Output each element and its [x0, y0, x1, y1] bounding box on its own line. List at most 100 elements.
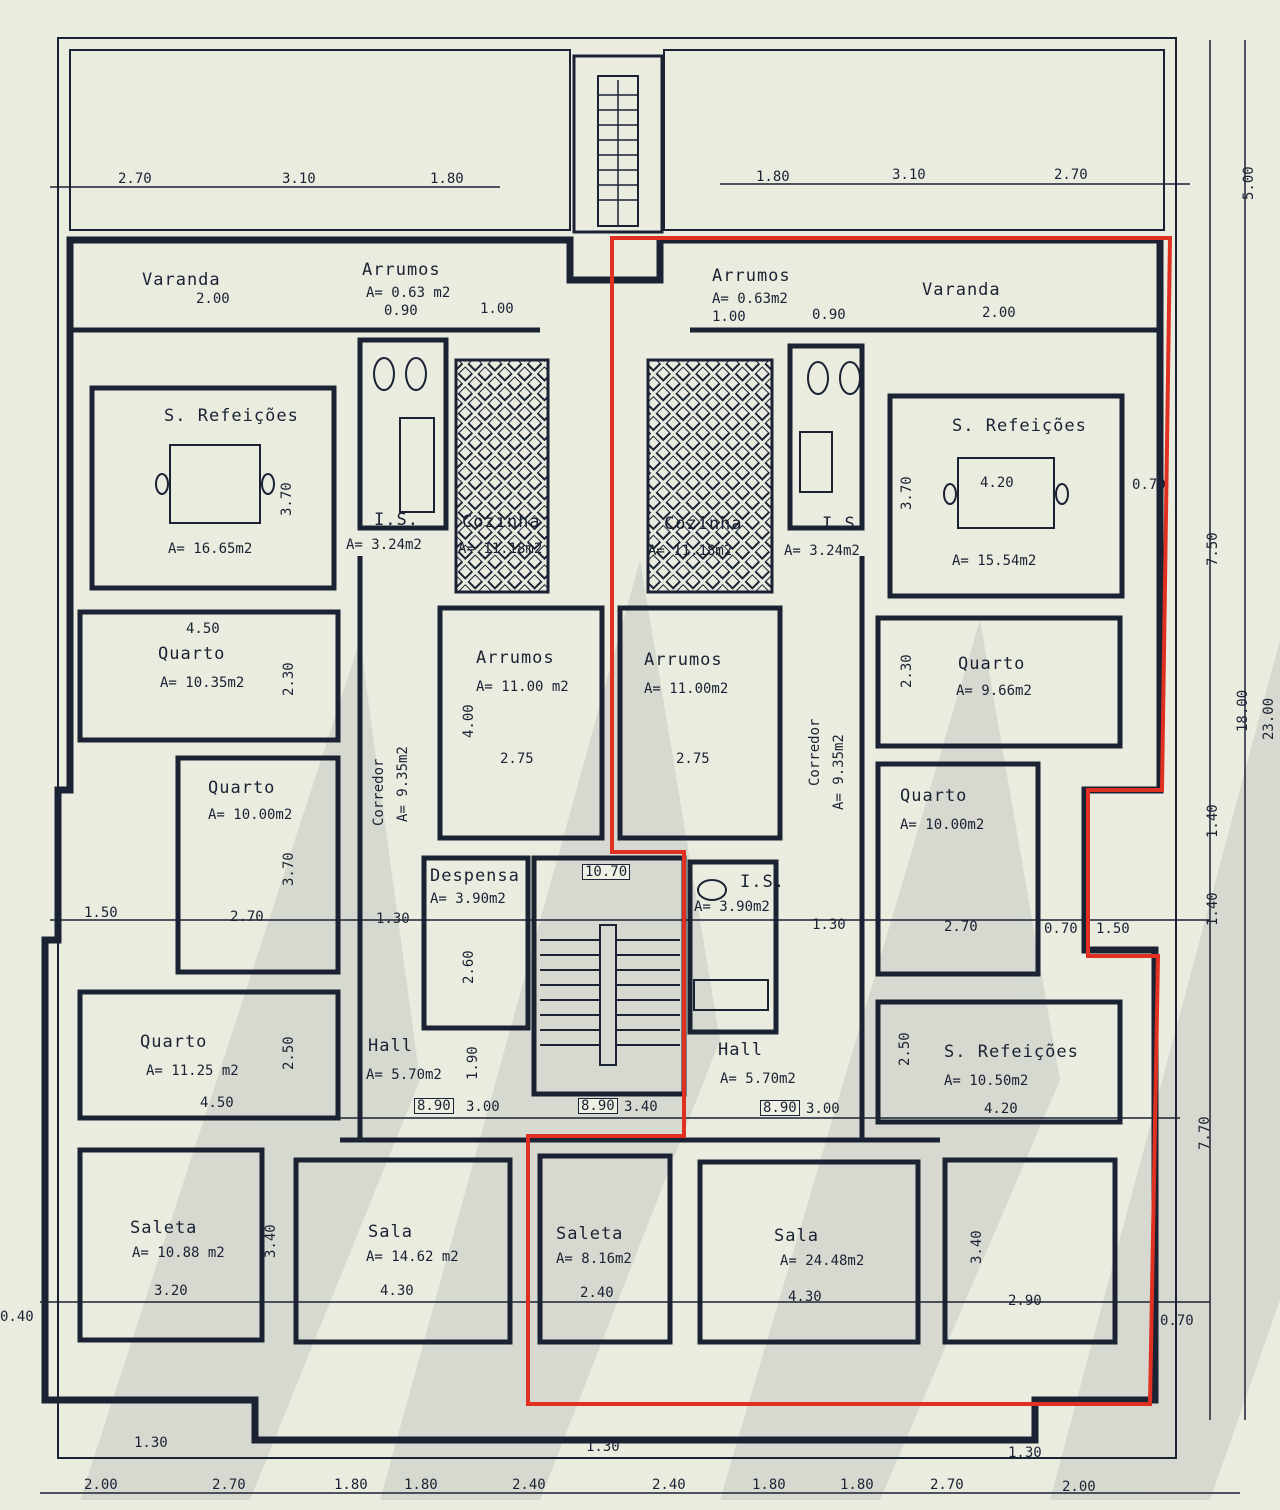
dim-v-260: 2.60 [461, 950, 477, 984]
right-cozinha-area: A= 11.18m2 [648, 543, 733, 559]
dim-v-340-a: 3.40 [263, 1224, 279, 1258]
dim-v-370-c: 3.70 [899, 476, 915, 510]
dim-040: 0.40 [0, 1309, 34, 1325]
right-hall-label: Hall [718, 1040, 763, 1060]
left-saleta-label: Saleta [130, 1218, 198, 1238]
left-quarto2-label: Quarto [208, 778, 276, 798]
dim-top-left-2: 3.10 [282, 171, 316, 187]
dim-bottom-2: 2.70 [212, 1477, 246, 1493]
right-is2-area: A= 3.90m2 [694, 899, 770, 915]
dim-right-500: 5.00 [1241, 166, 1257, 200]
right-srefeicoes-area: A= 15.54m2 [952, 553, 1037, 569]
left-quarto3-label: Quarto [140, 1032, 208, 1052]
dim-right-140b: 1.40 [1205, 892, 1221, 926]
dim-v-230-a: 2.30 [281, 662, 297, 696]
left-despensa-area: A= 3.90m2 [430, 891, 506, 907]
dim-right-1800: 18.00 [1235, 689, 1251, 732]
right-arrumos-top-area: A= 0.63m2 [712, 291, 788, 307]
right-arrumos-label: Arrumos [644, 650, 723, 670]
right-srefeicoes-label: S. Refeições [952, 416, 1087, 436]
dim-340: 3.40 [624, 1099, 658, 1115]
dim-right-140a: 1.40 [1205, 804, 1221, 838]
right-quarto2-label: Quarto [900, 786, 968, 806]
dim-top-right-1: 1.80 [756, 169, 790, 185]
left-srefeicoes-area: A= 16.65m2 [168, 541, 253, 557]
dim-v-400: 4.00 [461, 704, 477, 738]
left-cozinha-label: Cozinha [462, 512, 541, 532]
right-corredor-area: A= 9.35m2 [831, 734, 847, 810]
left-corredor-area: A= 9.35m2 [395, 746, 411, 822]
left-sala-area: A= 14.62 m2 [366, 1249, 459, 1265]
right-arrumos-top-label: Arrumos [712, 266, 791, 286]
left-arrumos-area: A= 11.00 m2 [476, 679, 569, 695]
dim-430-left: 4.30 [380, 1283, 414, 1299]
dim-130-right: 1.30 [812, 917, 846, 933]
right-is2-label: I.S. [740, 872, 785, 892]
dim-v-340-b: 3.40 [969, 1230, 985, 1264]
left-is-label: I.S. [374, 510, 419, 530]
right-hall-area: A= 5.70m2 [720, 1071, 796, 1087]
left-quarto2-area: A= 10.00m2 [208, 807, 293, 823]
dim-420-bottom: 4.20 [984, 1101, 1018, 1117]
right-quarto2-area: A= 10.00m2 [900, 817, 985, 833]
dim-240: 2.40 [580, 1285, 614, 1301]
dim-bottom-8: 1.80 [840, 1477, 874, 1493]
dim-top-left-3: 1.80 [430, 171, 464, 187]
dim-130-bottom-mid: 1.30 [586, 1439, 620, 1455]
dim-v-190: 1.90 [465, 1046, 481, 1080]
dim-275-right: 2.75 [676, 751, 710, 767]
left-despensa-label: Despensa [430, 866, 520, 886]
left-arrumos-top-area: A= 0.63 m2 [366, 285, 451, 301]
right-sala-label: Sala [774, 1226, 819, 1246]
dim-420-top: 4.20 [980, 475, 1014, 491]
dim-v-250-b: 2.50 [897, 1032, 913, 1066]
dim-130-bottom-left: 1.30 [134, 1435, 168, 1451]
right-varanda-label: Varanda [922, 280, 1001, 300]
dim-right-2300: 23.00 [1261, 697, 1277, 740]
dim-070-right-bottom: 0.70 [1160, 1313, 1194, 1329]
dim-100-right: 1.00 [712, 309, 746, 325]
dim-bottom-10: 2.00 [1062, 1479, 1096, 1495]
dim-bottom-4: 1.80 [404, 1477, 438, 1493]
dim-130-bottom-right: 1.30 [1008, 1445, 1042, 1461]
dim-270-left: 2.70 [230, 909, 264, 925]
right-quarto1-label: Quarto [958, 654, 1026, 674]
left-saleta-area: A= 10.88 m2 [132, 1245, 225, 1261]
dim-290: 2.90 [1008, 1293, 1042, 1309]
dim-right-750: 7.50 [1205, 532, 1221, 566]
highlighted-apartment-outline [526, 236, 1173, 1406]
dim-bottom-5: 2.40 [512, 1477, 546, 1493]
dim-150-right: 1.50 [1096, 921, 1130, 937]
dim-130-left: 1.30 [376, 911, 410, 927]
left-varanda-label: Varanda [142, 270, 221, 290]
left-varanda-dim: 2.00 [196, 291, 230, 307]
level-center: 8.90 [578, 1098, 618, 1114]
right-cozinha-label: Cozinha [664, 514, 743, 534]
dim-bottom-1: 2.00 [84, 1477, 118, 1493]
right-is-area: A= 3.24m2 [784, 543, 860, 559]
dim-450-top: 4.50 [186, 621, 220, 637]
level-left: 8.90 [414, 1098, 454, 1114]
dim-070-right-mid: 0.70 [1044, 921, 1078, 937]
stair-level-top: 10.70 [582, 864, 631, 880]
dim-150-left: 1.50 [84, 905, 118, 921]
dim-v-230-b: 2.30 [899, 654, 915, 688]
dim-bottom-7: 1.80 [752, 1477, 786, 1493]
dim-bottom-3: 1.80 [334, 1477, 368, 1493]
dim-top-right-2: 3.10 [892, 167, 926, 183]
dim-300-left: 3.00 [466, 1099, 500, 1115]
dim-top-left-1: 2.70 [118, 171, 152, 187]
left-arrumos-label: Arrumos [476, 648, 555, 668]
right-varanda-dim: 2.00 [982, 305, 1016, 321]
left-is-area: A= 3.24m2 [346, 537, 422, 553]
dim-bottom-9: 2.70 [930, 1477, 964, 1493]
left-hall-label: Hall [368, 1036, 413, 1056]
right-srefeicoes2-area: A= 10.50m2 [944, 1073, 1029, 1089]
dim-top-right-3: 2.70 [1054, 167, 1088, 183]
left-sala-label: Sala [368, 1222, 413, 1242]
right-corredor-label: Corredor [807, 718, 823, 786]
right-srefeicoes2-label: S. Refeições [944, 1042, 1079, 1062]
dim-070-right-top: 0.70 [1132, 477, 1166, 493]
